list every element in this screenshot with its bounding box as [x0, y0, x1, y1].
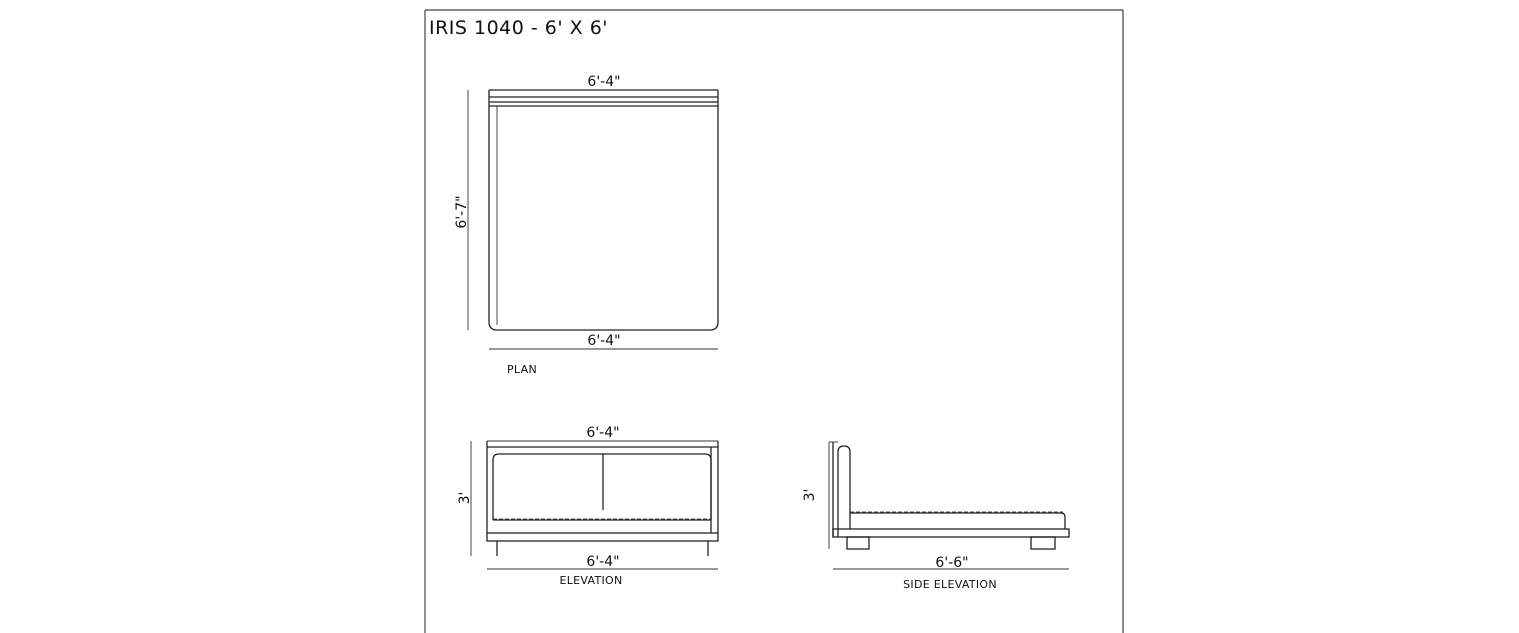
elevation-caption: ELEVATION [559, 574, 622, 587]
plan-width-bottom-label: 6'-4" [587, 333, 620, 349]
plan-caption: PLAN [507, 363, 537, 376]
side-elevation-height-label: 3' [802, 489, 818, 502]
elevation-height-label: 3' [457, 492, 473, 505]
plan-view: 6'-4" 6'-7" 6'-4" PLAN [454, 74, 719, 376]
elevation-view: 6'-4" 3' 6'-4" ELEVAT [457, 425, 719, 587]
side-elevation-view: 3' 6'-6" SIDE ELEVATION [802, 441, 1070, 591]
plan-bed-outline [488, 89, 719, 331]
elevation-width-bottom-label: 6'-4" [586, 554, 619, 570]
sheet-frame [424, 9, 1124, 633]
side-elevation-length-label: 6'-6" [935, 555, 968, 571]
plan-width-top-label: 6'-4" [587, 74, 620, 90]
plan-length-label: 6'-7" [454, 195, 470, 228]
elevation-width-top-label: 6'-4" [586, 425, 619, 441]
drawing-title: IRIS 1040 - 6' X 6' [429, 17, 608, 39]
side-elevation-bed-outline [829, 441, 1070, 550]
elevation-bed-outline [486, 440, 719, 556]
side-elevation-caption: SIDE ELEVATION [903, 578, 997, 591]
